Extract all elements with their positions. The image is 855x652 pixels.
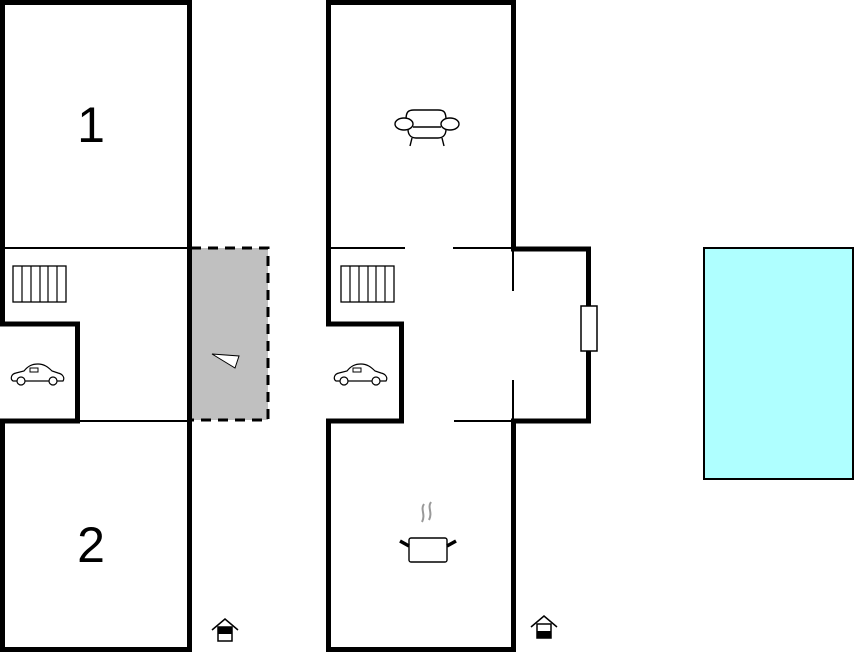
- car-icon: [10, 363, 65, 386]
- room-label-bedroom-1: 1: [77, 97, 105, 153]
- terrace-area: [191, 246, 270, 422]
- cooking-pot-icon: [399, 501, 457, 563]
- ground-floor-indicator-icon: [530, 615, 558, 639]
- door-icon: [580, 305, 598, 352]
- sofa-icon: [394, 109, 460, 147]
- room-label-bedroom-2: 2: [77, 517, 105, 573]
- ground-floor-outer-wall: [326, 0, 591, 652]
- stairs-icon: [12, 265, 67, 303]
- stairs-icon: [340, 265, 395, 303]
- car-icon: [333, 363, 388, 386]
- ground-floor-plan: [326, 0, 598, 652]
- swimming-pool: [703, 247, 854, 480]
- upper-floor-outer-wall: [0, 0, 192, 652]
- upper-floor-indicator-icon: [211, 618, 239, 642]
- upper-floor-plan: 1 2: [0, 0, 270, 652]
- sun-angle-icon: [211, 353, 240, 369]
